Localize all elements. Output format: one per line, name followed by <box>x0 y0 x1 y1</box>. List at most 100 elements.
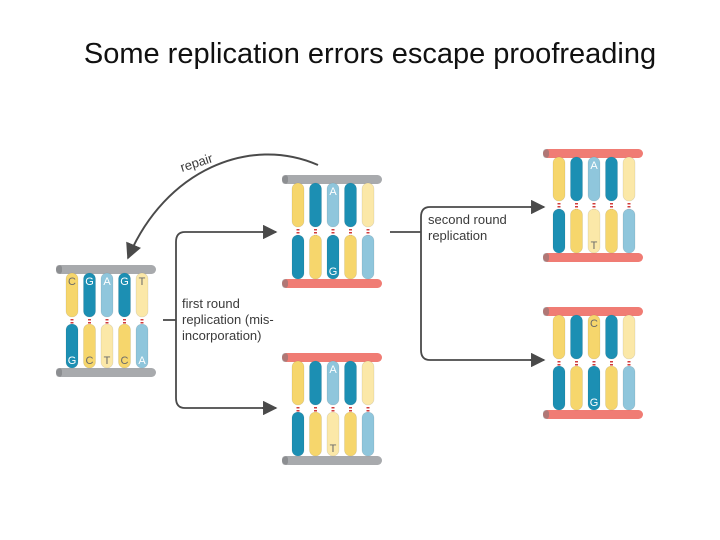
correct-duplex-top-base-1 <box>309 360 322 406</box>
mismatch-duplex-top-base-2-letter: A <box>329 186 337 198</box>
wildtype-duplex-bottom-base-3 <box>605 365 618 411</box>
correct-duplex-top-base-4-hbond <box>366 410 370 412</box>
parent-duplex-bottom-base-2-letter: T <box>104 355 111 367</box>
parent-duplex-bottom-backbone-end <box>56 368 62 377</box>
wildtype-duplex-bottom-base-2-letter: G <box>590 397 599 409</box>
mutant-duplex-bottom-base-3 <box>605 208 618 254</box>
wildtype-duplex-top-base-0-hbond <box>557 361 561 363</box>
correct-duplex-top-backbone-end <box>282 353 288 362</box>
correct-duplex-top-backbone <box>282 353 382 362</box>
parent-duplex-top-backbone-end <box>56 265 62 274</box>
parent-duplex-bottom-backbone <box>56 368 156 377</box>
parent-duplex-top-base-3-letter: G <box>120 276 129 288</box>
correct-duplex-bottom-base-2-letter: T <box>330 443 337 455</box>
parent-duplex-top-base-4-letter: T <box>139 276 146 288</box>
correct-duplex-top-base-2 <box>326 360 340 406</box>
correct-duplex-top-base-3-hbond <box>349 407 352 409</box>
parent-duplex-top-base-0-hbond <box>70 322 74 324</box>
wildtype-duplex-top-backbone-end <box>543 307 549 316</box>
mismatch-duplex-top-base-2-hbond <box>331 229 335 231</box>
mutant-duplex-top-base-4-hbond <box>627 203 631 205</box>
mutant-duplex-top-base-1-hbond <box>575 203 578 205</box>
mutant-duplex-top-base-3 <box>605 156 618 202</box>
wildtype-duplex-top-base-0 <box>552 314 566 360</box>
mutant-duplex-top-base-1-hbond <box>575 206 578 208</box>
correct-duplex-top-base-0 <box>291 360 305 406</box>
mismatch-duplex-top-base-0-hbond <box>296 229 300 231</box>
mismatch-duplex-bottom-base-0 <box>291 234 305 280</box>
mismatch-duplex-top-backbone-end <box>282 175 288 184</box>
mismatch-duplex-top-base-3-hbond <box>349 229 352 231</box>
correct-duplex-bottom-backbone <box>282 456 382 465</box>
correct-duplex-bottom-base-1 <box>309 411 322 457</box>
parent-duplex-top-base-3-hbond <box>123 322 126 324</box>
mismatch-duplex-bottom-base-2 <box>326 234 340 280</box>
mismatch-duplex-top-base-1 <box>309 182 322 228</box>
wildtype-duplex-top-base-4 <box>622 314 636 360</box>
wildtype-duplex-top-base-1-hbond <box>575 361 578 363</box>
mutant-duplex-top-base-2-hbond <box>592 206 596 208</box>
mutant-duplex-bottom-base-2 <box>587 208 601 254</box>
mutant-duplex-bottom-base-4 <box>622 208 636 254</box>
mismatch-duplex-top-base-3 <box>344 182 357 228</box>
wildtype-duplex-bottom-base-2 <box>587 365 601 411</box>
correct-duplex: AT <box>282 353 382 465</box>
parent-duplex-top-base-1-hbond <box>88 322 91 324</box>
slide-title: Some replication errors escape proofread… <box>83 38 657 70</box>
mismatch-duplex-bottom-base-2-letter: G <box>329 266 338 278</box>
mutant-duplex: AT <box>543 149 643 262</box>
wildtype-duplex-top-base-3-hbond <box>610 361 613 363</box>
correct-duplex-top-base-0-hbond <box>296 407 300 409</box>
mutant-duplex-bottom-base-0 <box>552 208 566 254</box>
parent-duplex-bottom-base-0 <box>65 323 79 369</box>
correct-duplex-top-base-2-hbond <box>331 410 335 412</box>
correct-duplex-top-base-2-hbond <box>331 407 335 409</box>
wildtype-duplex-top-base-4-hbond <box>627 361 631 363</box>
mutant-duplex-top-backbone-end <box>543 149 549 158</box>
correct-duplex-top-base-3-hbond <box>349 410 352 412</box>
mismatch-duplex-top-base-1-hbond <box>314 232 317 234</box>
mutant-duplex-bottom-backbone <box>543 253 643 262</box>
mutant-duplex-top-backbone <box>543 149 643 158</box>
mutant-duplex-top-base-0-hbond <box>557 206 561 208</box>
wildtype-duplex: CG <box>543 307 643 419</box>
wildtype-duplex-top-backbone <box>543 307 643 316</box>
wildtype-duplex-bottom-base-4 <box>622 365 636 411</box>
parent-duplex-top-base-2-letter: A <box>103 276 111 288</box>
parent-duplex-top-base-1-letter: G <box>85 276 94 288</box>
correct-duplex-bottom-backbone-end <box>282 456 288 465</box>
parent-duplex-bottom-base-3 <box>118 323 131 369</box>
wildtype-duplex-top-base-2-letter: C <box>590 318 598 330</box>
wildtype-duplex-top-base-3 <box>605 314 618 360</box>
mutant-duplex-top-base-2-hbond <box>592 203 596 205</box>
mismatch-duplex-top-base-3-hbond <box>349 232 352 234</box>
wildtype-duplex-top-base-3-hbond <box>610 364 613 366</box>
mismatch-duplex-top-base-2-hbond <box>331 232 335 234</box>
parent-duplex-bottom-base-3-letter: C <box>121 355 129 367</box>
correct-duplex-top-base-4 <box>361 360 375 406</box>
mismatch-duplex-top-base-4 <box>361 182 375 228</box>
parent-duplex-bottom-base-4-letter: A <box>138 355 146 367</box>
mutant-duplex-top-base-0-hbond <box>557 203 561 205</box>
mismatch-duplex: AG <box>282 175 382 288</box>
correct-duplex-top-base-1-hbond <box>314 410 317 412</box>
mutant-duplex-top-base-0 <box>552 156 566 202</box>
mutant-duplex-top-base-3-hbond <box>610 203 613 205</box>
parent-duplex-bottom-base-1 <box>83 323 96 369</box>
correct-duplex-bottom-base-3 <box>344 411 357 457</box>
parent-duplex-bottom-base-4 <box>135 323 149 369</box>
correct-duplex-top-base-0-hbond <box>296 410 300 412</box>
wildtype-duplex-bottom-base-1 <box>570 365 583 411</box>
parent-duplex-top-base-1-hbond <box>88 319 91 321</box>
parent-duplex-top-base-0 <box>65 272 79 318</box>
parent-duplex-top-base-0-letter: C <box>68 276 76 288</box>
parent-duplex-top-base-4-hbond <box>140 322 144 324</box>
parent-duplex-top-base-2-hbond <box>105 322 109 324</box>
mutant-duplex-top-base-3-hbond <box>610 206 613 208</box>
parent-duplex-top-base-2 <box>100 272 114 318</box>
parent-duplex-top-base-2-hbond <box>105 319 109 321</box>
mismatch-duplex-top-base-1-hbond <box>314 229 317 231</box>
